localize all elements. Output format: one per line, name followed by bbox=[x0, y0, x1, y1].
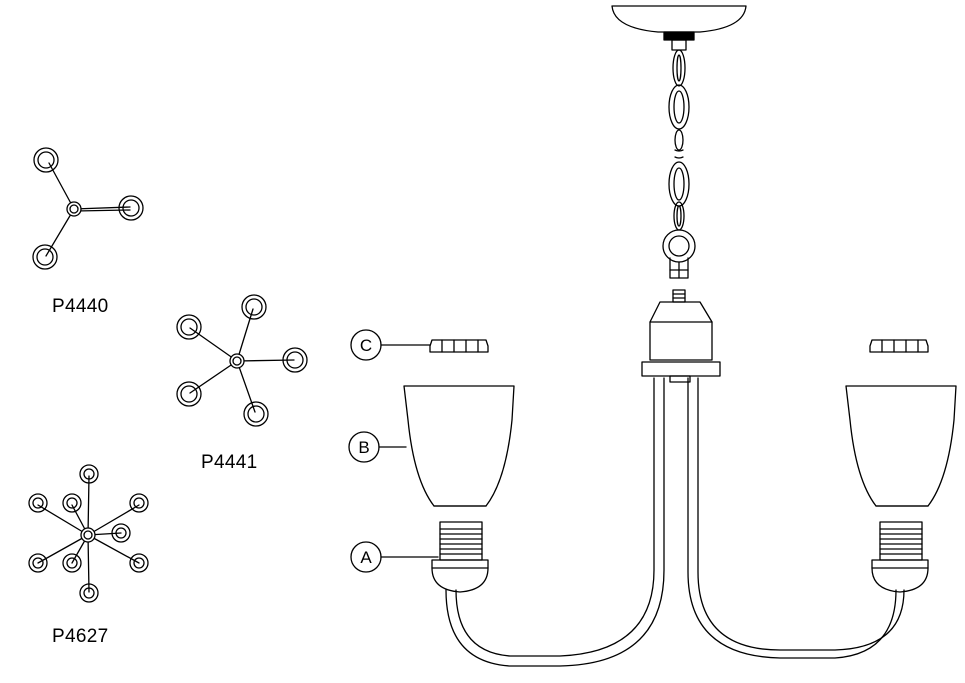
glass-shade-right bbox=[846, 386, 956, 506]
cup bbox=[244, 402, 268, 426]
cup bbox=[63, 494, 81, 512]
callout-a-letter: A bbox=[360, 548, 372, 567]
lamp-holder-left bbox=[432, 522, 488, 592]
cup bbox=[63, 554, 81, 572]
cup bbox=[130, 494, 148, 512]
ceiling-canopy bbox=[612, 6, 746, 50]
cup bbox=[33, 245, 57, 269]
shade-ring-right bbox=[870, 340, 928, 352]
model-label-p4440: P4440 bbox=[52, 296, 109, 317]
cup bbox=[29, 494, 47, 512]
cup bbox=[80, 584, 98, 602]
lamp-holder-right bbox=[872, 522, 928, 592]
arms bbox=[446, 378, 904, 666]
top-view-p4441 bbox=[177, 295, 307, 426]
cup bbox=[119, 196, 143, 220]
cup bbox=[112, 524, 130, 542]
cup bbox=[177, 382, 201, 406]
cup bbox=[34, 148, 58, 172]
central-body bbox=[642, 290, 720, 382]
hub bbox=[230, 354, 244, 368]
callout-b-letter: B bbox=[358, 438, 369, 457]
cup bbox=[283, 348, 307, 372]
hub bbox=[81, 528, 95, 542]
top-view-p4627 bbox=[29, 465, 148, 602]
cup bbox=[130, 554, 148, 572]
cup bbox=[242, 295, 266, 319]
suspension-ring bbox=[663, 230, 695, 278]
glass-shade-left bbox=[404, 386, 514, 506]
top-view-p4440 bbox=[33, 148, 143, 269]
callout-a: A bbox=[351, 542, 438, 572]
callout-b: B bbox=[349, 432, 406, 462]
chain bbox=[669, 50, 689, 230]
cup bbox=[177, 315, 201, 339]
hub bbox=[67, 202, 81, 216]
callout-c-letter: C bbox=[360, 336, 372, 355]
cup bbox=[29, 554, 47, 572]
model-label-p4627: P4627 bbox=[52, 626, 109, 647]
model-label-p4441: P4441 bbox=[201, 452, 258, 473]
cup bbox=[80, 465, 98, 483]
callout-c: C bbox=[351, 330, 430, 360]
shade-ring-left bbox=[430, 340, 488, 352]
